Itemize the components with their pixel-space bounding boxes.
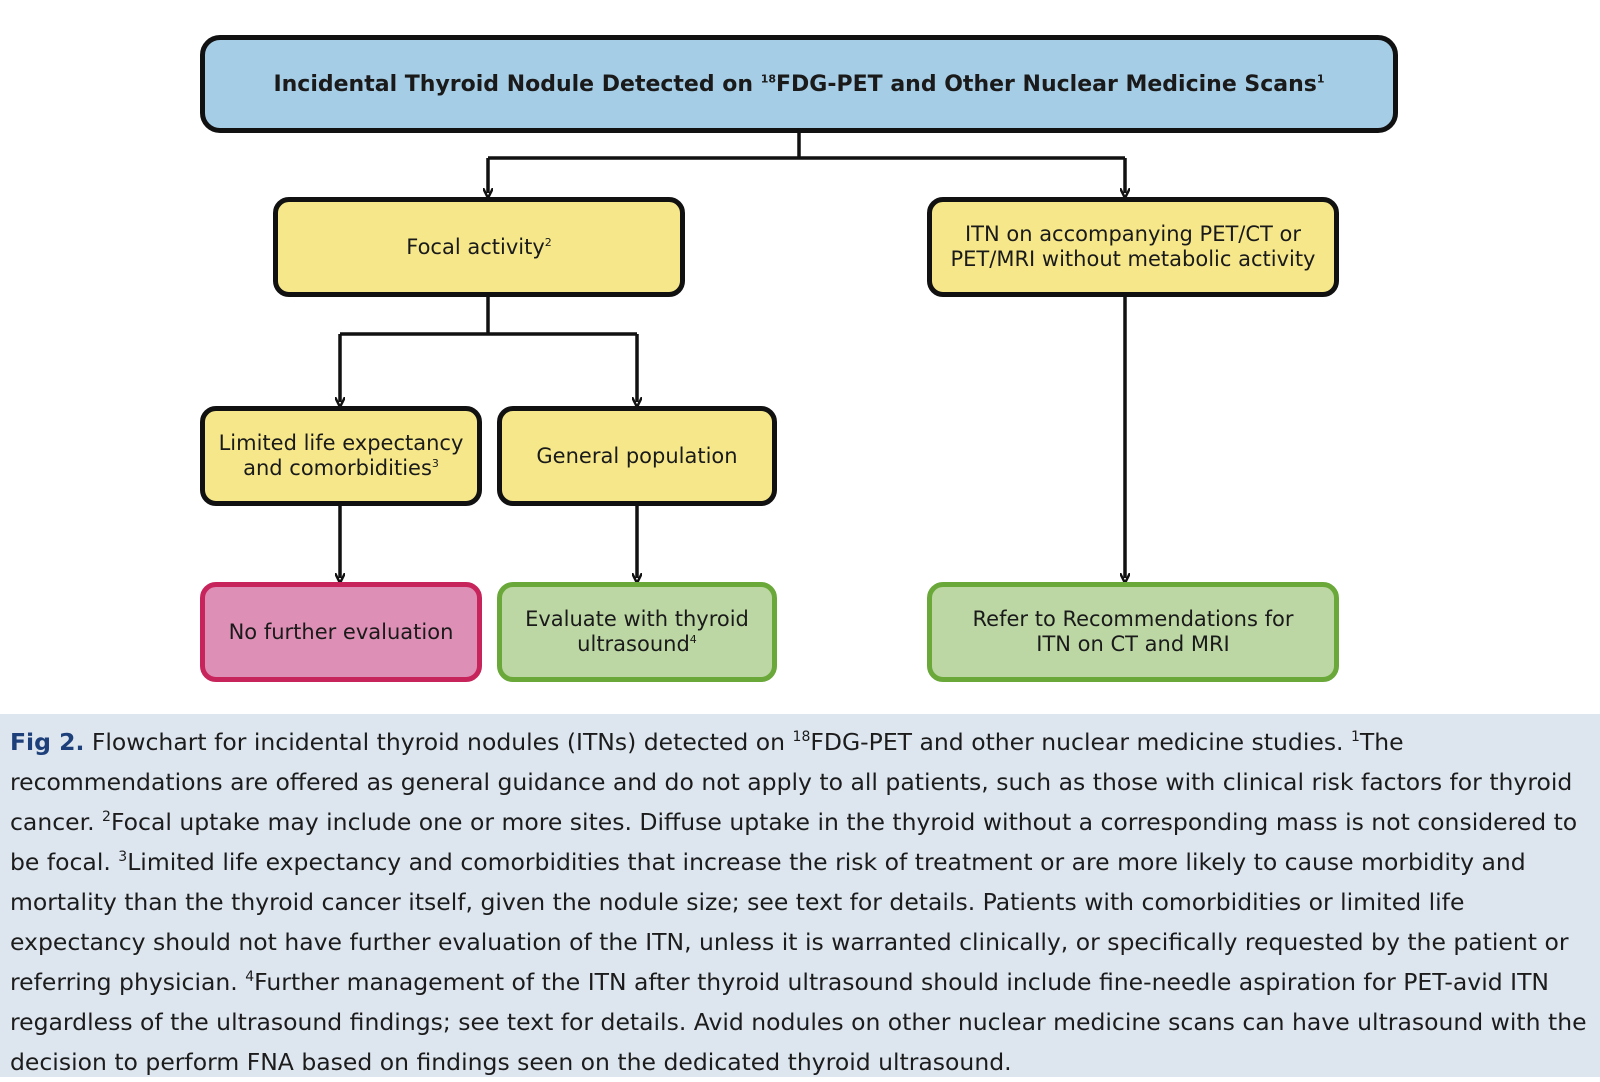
caption-footnote-3: Limited life expectancy and comorbiditie… bbox=[10, 848, 1569, 996]
figure-caption: Fig 2. Flowchart for incidental thyroid … bbox=[0, 714, 1600, 1077]
node-general-text: General population bbox=[536, 443, 738, 468]
node-top-sup-1: 1 bbox=[1316, 72, 1325, 86]
node-top-text: Incidental Thyroid Nodule Detected on bbox=[273, 71, 761, 97]
node-evaluate-line1: Evaluate with thyroid bbox=[525, 607, 749, 631]
caption-footnote-1: The recommendations are offered as gener… bbox=[10, 728, 1573, 836]
node-focal-text: Focal activity bbox=[406, 234, 545, 259]
flowchart: Incidental Thyroid Nodule Detected on 18… bbox=[0, 35, 1600, 712]
footnote-4-marker: 4 bbox=[245, 969, 255, 986]
caption-text-0: Flowchart for incidental thyroid nodules… bbox=[84, 728, 793, 756]
node-focal-sup: 2 bbox=[544, 235, 552, 249]
caption-footnote-2: Focal uptake may include one or more sit… bbox=[10, 808, 1578, 876]
node-limited-line2: and comorbidities bbox=[243, 456, 432, 480]
node-nofurther-text: No further evaluation bbox=[228, 619, 454, 644]
caption-footnote-4: Further management of the ITN after thyr… bbox=[10, 968, 1587, 1076]
connector-lines bbox=[0, 133, 1600, 712]
node-top-sup-18: 18 bbox=[760, 72, 777, 86]
node-itn-line1: ITN on accompanying PET/CT or bbox=[964, 222, 1302, 246]
footnote-1-marker: 1 bbox=[1351, 729, 1360, 746]
node-limited-sup: 3 bbox=[431, 457, 439, 470]
caption-sup-18: 18 bbox=[792, 729, 811, 746]
node-refer-line2: ITN on CT and MRI bbox=[1036, 632, 1230, 656]
node-top-text-2: FDG-PET and Other Nuclear Medicine Scans bbox=[776, 71, 1317, 97]
caption-text-1: FDG-PET and other nuclear medicine studi… bbox=[810, 728, 1351, 756]
footnote-2-marker: 2 bbox=[102, 809, 111, 826]
node-evaluate-line2: ultrasound bbox=[577, 632, 690, 656]
node-focal-activity: Focal activity2 bbox=[273, 197, 685, 297]
node-limited-line1: Limited life expectancy bbox=[218, 431, 464, 455]
footnote-3-marker: 3 bbox=[118, 849, 128, 866]
node-itn-line2: PET/MRI without metabolic activity bbox=[950, 247, 1316, 271]
node-refer-line1: Refer to Recommendations for bbox=[972, 607, 1294, 631]
node-incidental-thyroid-nodule: Incidental Thyroid Nodule Detected on 18… bbox=[200, 35, 1398, 133]
node-no-further-evaluation: No further evaluation bbox=[200, 582, 482, 682]
node-general-population: General population bbox=[497, 406, 777, 506]
node-evaluate-sup: 4 bbox=[689, 633, 697, 646]
figure-label: Fig 2. bbox=[10, 728, 85, 756]
